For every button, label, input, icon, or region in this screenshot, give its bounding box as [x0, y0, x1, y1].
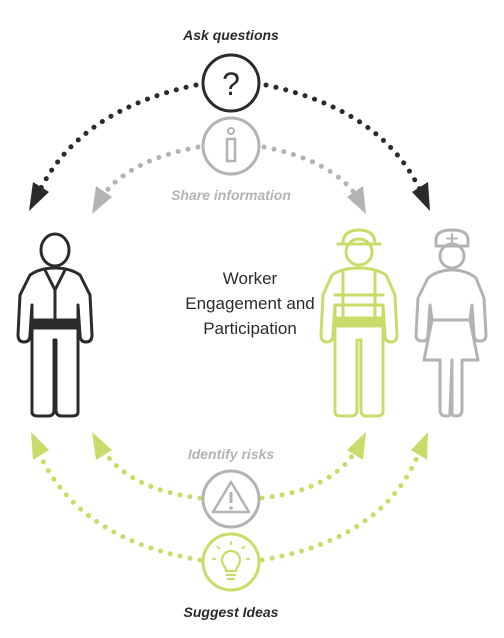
- identify-risks-arrows: [92, 432, 366, 501]
- risk-arrowhead-right: [347, 432, 366, 460]
- svg-text:?: ?: [222, 66, 240, 102]
- construction-worker-figure: [319, 228, 399, 418]
- identify-risks-label: Identify risks: [187, 446, 275, 462]
- share-information-label: Share information: [171, 187, 291, 203]
- idea-arrowhead-left: [31, 432, 49, 460]
- center-title-line-1: Worker: [222, 269, 278, 288]
- share-information-arrows: [92, 144, 366, 214]
- lightbulb-icon: [201, 532, 261, 592]
- ask-arc-left: [37, 82, 199, 193]
- share-arrowhead-right: [347, 186, 366, 214]
- center-title-line-3: Participation: [203, 319, 297, 338]
- risk-arc-right: [259, 447, 359, 501]
- share-arc-right: [261, 144, 359, 198]
- risk-arrowhead-left: [92, 432, 112, 460]
- share-arrowhead-left: [92, 186, 112, 214]
- idea-arrowhead-right: [411, 432, 428, 460]
- risk-arc-left: [100, 447, 203, 501]
- ask-arc-right: [263, 82, 423, 193]
- warning-icon: [201, 469, 261, 529]
- center-title-line-2: Engagement and: [185, 294, 315, 313]
- worker-figure: [16, 232, 94, 418]
- idea-arc-left: [37, 452, 203, 563]
- share-arc-left: [100, 144, 201, 198]
- ask-arrowhead-right: [412, 182, 430, 211]
- info-icon: [201, 116, 261, 176]
- question-icon: ?: [201, 53, 261, 113]
- suggest-ideas-label: Suggest Ideas: [183, 604, 279, 620]
- ask-questions-arrows: [29, 82, 430, 211]
- ask-questions-label: Ask questions: [183, 27, 279, 43]
- idea-arc-right: [259, 452, 421, 563]
- nurse-figure: [414, 228, 488, 418]
- center-title: Worker Engagement and Participation: [130, 266, 370, 341]
- suggest-ideas-arrows: [31, 432, 428, 563]
- ask-arrowhead-left: [29, 182, 49, 211]
